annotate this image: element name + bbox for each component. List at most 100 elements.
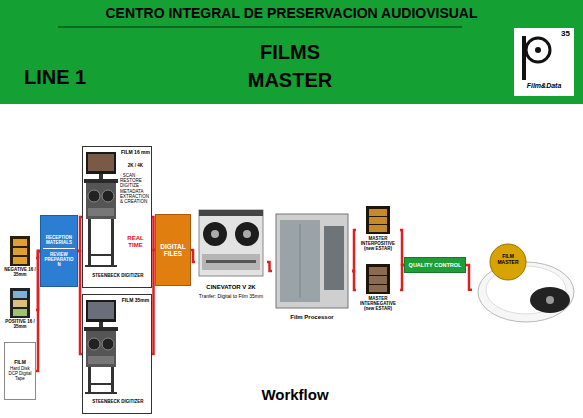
cinevator-illustration — [243, 230, 251, 238]
caption: Workflow — [236, 386, 354, 403]
digitizer-illustration — [102, 338, 114, 350]
title-rule — [58, 26, 462, 28]
logo — [526, 38, 550, 62]
film-strip — [366, 206, 390, 234]
positive-film — [13, 300, 27, 307]
positive-film — [10, 288, 30, 318]
film-strip — [366, 206, 390, 234]
processor-illustration — [324, 226, 344, 290]
negative-film — [10, 236, 30, 266]
flow-line — [352, 230, 356, 271]
digitizer-station: FILM 16 mm2K / 4K· SCAN · RESTORE · DIGI… — [82, 146, 152, 288]
digitizer-illustration — [85, 265, 117, 267]
film-strip — [369, 267, 387, 275]
node-label: FILM MASTER — [494, 254, 522, 266]
cinevator-illustration — [211, 230, 219, 238]
cinevator-illustration — [202, 254, 260, 270]
node-text: REVIEW PREPARATION — [43, 248, 75, 268]
processor-illustration — [276, 214, 348, 308]
positive-film — [13, 291, 27, 298]
processor-illustration — [276, 214, 348, 308]
node-label: DIGITAL FILES — [158, 243, 188, 258]
node-text: STEENBECK DIGITIZER — [85, 273, 151, 278]
title-rule — [58, 27, 462, 28]
digitizer-illustration — [88, 219, 91, 267]
process-box: DIGITAL FILES — [155, 214, 191, 286]
flow-line — [267, 262, 272, 271]
film-strip — [366, 264, 390, 294]
source-box: FILMHard Disk DCP Digital Tape — [4, 342, 36, 400]
film-strip — [366, 264, 390, 294]
film-strip — [369, 285, 387, 292]
node-label: MASTER INTERNEGATIVE (new ESTAR) — [356, 296, 400, 312]
master-film: MASTER INTERNEGATIVE (new ESTAR) — [356, 262, 400, 318]
line-label: LINE 1 — [24, 66, 114, 89]
source-film: POSITIVE 16 / 35mm — [4, 286, 36, 334]
node-label: MASTER INTERPOSITIVE (new ESTAR) — [356, 236, 400, 252]
film-can: FILM MASTER — [472, 236, 576, 332]
cinevator-illustration — [206, 260, 256, 263]
node-label: POSITIVE 16 / 35mm — [4, 319, 36, 329]
digitizer-illustration — [88, 190, 100, 202]
logo-text: Film&Data — [514, 82, 574, 90]
cinevator-illustration — [199, 210, 263, 216]
page-title: CENTRO INTEGRAL DE PRESERVACION AUDIOVIS… — [0, 5, 583, 21]
cinevator-machine: CINEVATOR V 2KTranfer: Digital to Film 3… — [195, 206, 267, 318]
digitizer-illustration — [99, 174, 103, 179]
digitizer-illustration — [88, 254, 114, 256]
positive-film — [13, 309, 27, 316]
digitizer-illustration — [99, 322, 103, 327]
positive-film — [10, 288, 30, 318]
negative-film — [10, 236, 30, 266]
digitizer-illustration — [88, 208, 114, 216]
flow-line — [352, 271, 356, 290]
digitizer-illustration — [86, 331, 116, 367]
digitizer-illustration — [86, 300, 116, 322]
node-text: 2K / 4K — [120, 163, 151, 168]
digitizer-illustration — [88, 356, 114, 364]
film-can — [490, 244, 526, 280]
logo — [522, 36, 526, 80]
node-label: CINEVATOR V 2K — [195, 284, 267, 291]
flow-line — [191, 250, 195, 262]
film-can — [478, 244, 574, 322]
digitizer-illustration — [102, 190, 114, 202]
node-label: RECEPTION MATERIALS — [43, 235, 75, 245]
node-text: STEENBECK DIGITIZER — [85, 399, 151, 404]
cinevator-illustration — [235, 222, 259, 246]
film-can — [530, 287, 570, 313]
process-box: QUALITY CONTROL — [404, 257, 466, 273]
node-label: FILM — [7, 360, 33, 366]
cinevator-illustration — [199, 210, 263, 276]
film-processor: Film Processor — [272, 212, 352, 330]
film-strip — [369, 209, 387, 216]
film-strip — [369, 225, 387, 232]
digitizer-station: FILM 35mmSTEENBECK DIGITIZER — [82, 294, 152, 414]
digitizer-illustration — [84, 152, 118, 267]
digitizer-illustration — [88, 338, 100, 350]
digitizer-illustration — [111, 367, 114, 393]
digitizer-illustration — [86, 183, 116, 219]
film-strip — [369, 276, 387, 284]
negative-film — [13, 248, 27, 255]
digitizer-illustration — [85, 392, 117, 394]
cinevator-illustration — [203, 222, 227, 246]
logo — [514, 28, 574, 96]
digitizer-illustration — [88, 302, 114, 319]
flow-line — [466, 265, 472, 290]
negative-film — [13, 239, 27, 246]
digitizer-illustration — [84, 179, 118, 183]
node-text: Hard Disk DCP Digital Tape — [7, 366, 33, 382]
process-box: RECEPTION MATERIALS REVIEW PREPARATION — [40, 215, 78, 287]
header-band — [0, 0, 583, 104]
node-label: NEGATIVE 16 / 35mm — [4, 267, 36, 277]
processor-illustration — [280, 220, 320, 302]
digitizer-illustration — [84, 327, 118, 331]
logo-number: 35 — [558, 29, 573, 38]
master-film: MASTER INTERPOSITIVE (new ESTAR) — [356, 204, 400, 256]
processor-illustration — [300, 224, 301, 298]
digitizer-illustration — [111, 219, 114, 267]
negative-film — [13, 257, 27, 264]
node-label: FILM 35mm — [120, 298, 151, 304]
